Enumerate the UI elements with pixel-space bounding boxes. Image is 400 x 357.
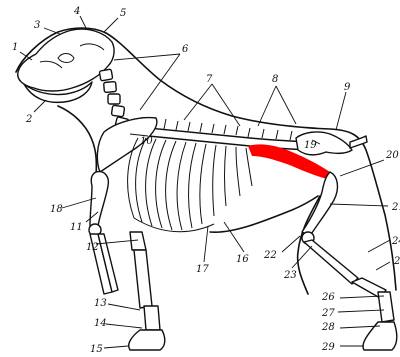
part-label-28: 28 <box>321 322 335 333</box>
part-label-15: 15 <box>90 344 103 355</box>
part-label-14: 14 <box>94 318 107 329</box>
part-label-4: 4 <box>73 6 80 17</box>
part-label-8: 8 <box>272 74 278 85</box>
part-label-5: 5 <box>120 8 126 19</box>
belly-outline <box>210 196 318 232</box>
part-label-27: 27 <box>321 308 335 319</box>
part-label-22: 22 <box>263 250 277 261</box>
cervical-vertebrae <box>99 69 129 129</box>
part-label-20: 20 <box>385 150 399 161</box>
part-label-1: 1 <box>12 42 18 53</box>
part-label-11: 11 <box>70 222 83 233</box>
neck-front-outline <box>58 106 96 175</box>
skull-bone <box>18 29 114 91</box>
part-label-17: 17 <box>196 264 209 275</box>
part-label-19: 19 <box>304 140 317 151</box>
part-label-6: 6 <box>182 44 189 55</box>
part-label-23: 23 <box>283 270 297 281</box>
part-label-18: 18 <box>50 204 63 215</box>
part-label-7: 7 <box>206 74 213 85</box>
part-label-24: 24 <box>391 236 400 247</box>
part-label-9: 9 <box>344 82 351 93</box>
part-label-13: 13 <box>94 298 107 309</box>
part-label-10: 10 <box>140 136 153 147</box>
hindleg-bones <box>302 172 397 350</box>
part-label-12: 12 <box>86 242 99 253</box>
part-label-21: 21 <box>391 202 400 213</box>
part-label-2: 2 <box>25 114 32 125</box>
part-label-29: 29 <box>321 342 335 353</box>
part-label-3: 3 <box>34 20 40 31</box>
ribcage <box>128 138 252 232</box>
part-label-26: 26 <box>321 292 335 303</box>
part-label-25: 25 <box>393 256 400 267</box>
part-label-16: 16 <box>236 254 249 265</box>
